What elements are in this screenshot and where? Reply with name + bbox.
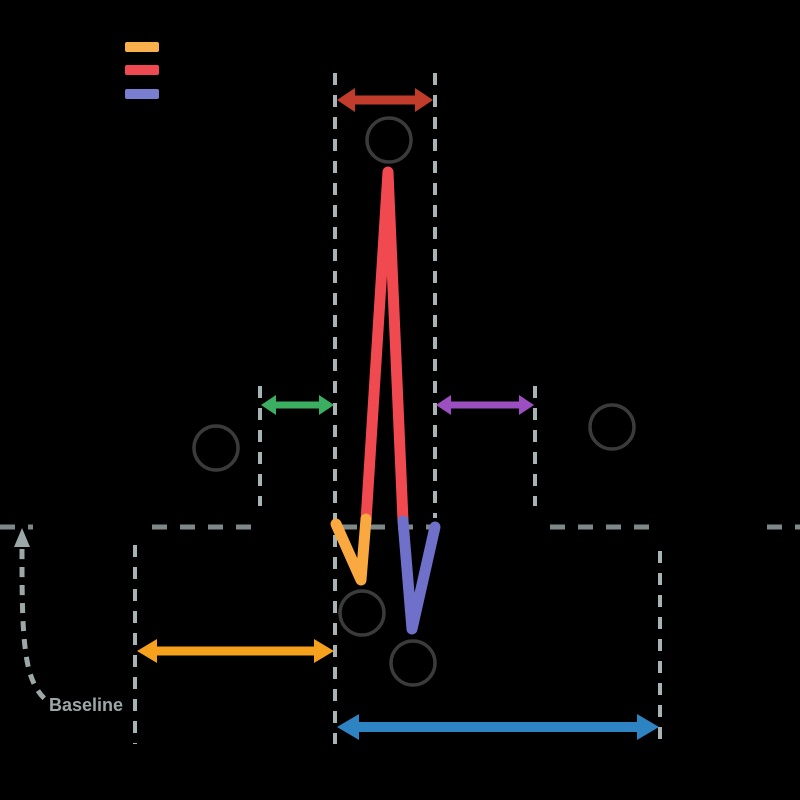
interval-arrow-purple — [436, 395, 534, 415]
interval-arrow-blue — [337, 714, 659, 740]
baseline-label: Baseline — [49, 695, 123, 715]
baseline-pointer — [14, 528, 52, 706]
legend-swatch-orange — [125, 42, 159, 52]
wave-stroke-orange — [330, 513, 372, 586]
wave-stroke-indigo — [397, 515, 441, 635]
wave-stroke-red — [360, 166, 409, 527]
interval-arrow-orange — [137, 639, 334, 663]
qrs-waveform — [330, 166, 441, 635]
circle-marker-left — [192, 424, 240, 472]
legend-swatch-red — [125, 65, 159, 75]
legend-swatch-indigo — [125, 89, 159, 99]
circle-marker-right — [588, 403, 636, 451]
baseline-pointer-arrowhead — [14, 528, 30, 547]
circle-marker-top — [365, 116, 413, 164]
legend — [125, 42, 159, 99]
baseline-pointer-curve — [19, 548, 52, 706]
vertical-guides — [133, 73, 662, 744]
circle-marker-bottom-2 — [389, 639, 437, 687]
circle-markers — [192, 116, 636, 687]
interval-arrows — [137, 88, 659, 740]
interval-arrow-green — [261, 395, 334, 415]
interval-arrow-dark-red — [337, 88, 433, 112]
circle-marker-bottom-1 — [338, 589, 386, 637]
